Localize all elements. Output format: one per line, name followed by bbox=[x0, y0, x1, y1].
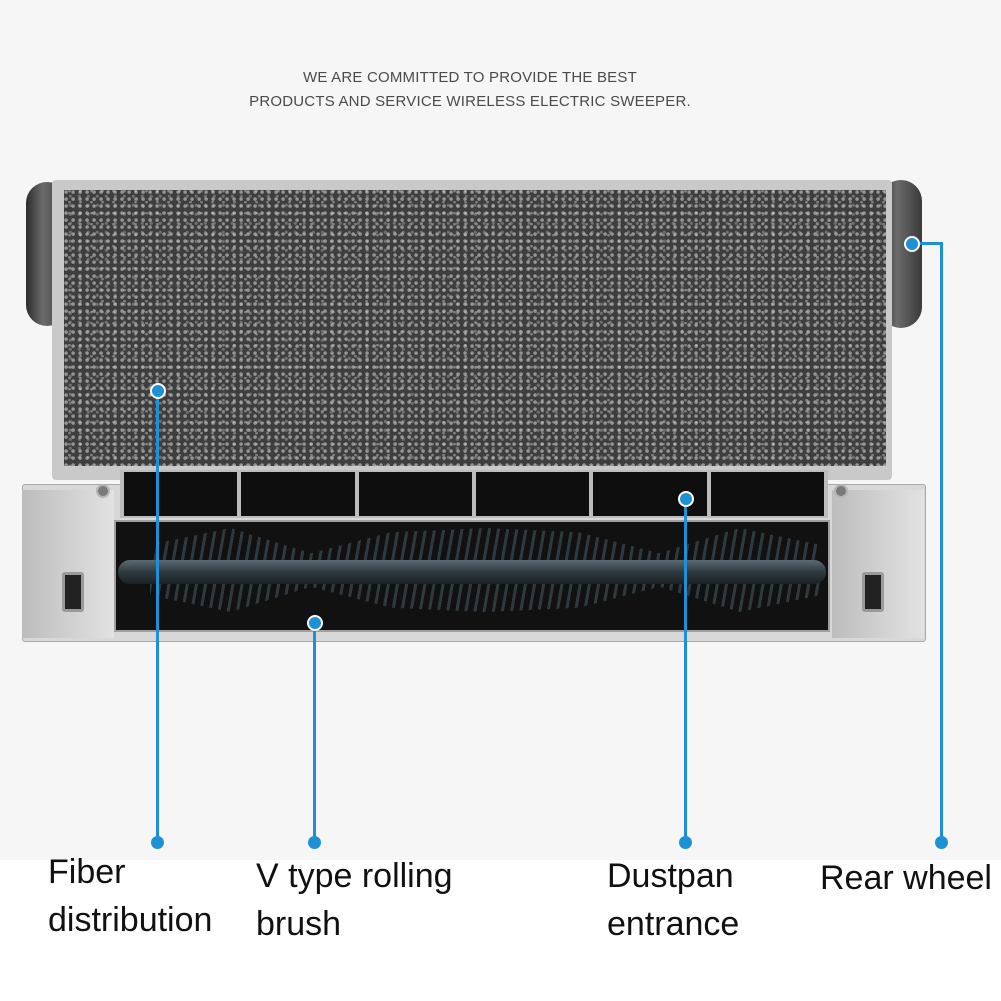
callout-dot-brush-start bbox=[307, 615, 323, 631]
fiber-pad bbox=[64, 190, 886, 466]
dustpan-cell bbox=[124, 472, 238, 516]
label-line: entrance bbox=[607, 905, 740, 943]
callout-dot-fiber-start bbox=[150, 383, 166, 399]
headline-line-2: PRODUCTS AND SERVICE WIRELESS ELECTRIC S… bbox=[249, 93, 691, 110]
callout-line-wheel-horizontal bbox=[912, 242, 942, 245]
callout-dot-fiber-end bbox=[151, 836, 164, 849]
side-slot-left bbox=[62, 572, 84, 612]
dustpan-entrance bbox=[120, 470, 828, 518]
callout-line-wheel-vertical bbox=[940, 242, 943, 842]
callout-dot-dustpan-end bbox=[679, 836, 692, 849]
side-block-left bbox=[22, 490, 114, 638]
callout-dot-brush-end bbox=[308, 836, 321, 849]
callout-line-brush bbox=[313, 622, 316, 842]
callout-dot-wheel-end bbox=[935, 836, 948, 849]
dustpan-cell bbox=[710, 472, 824, 516]
label-fiber-distribution: Fiber distribution bbox=[48, 848, 212, 944]
screw-icon bbox=[834, 484, 848, 498]
side-slot-right bbox=[862, 572, 884, 612]
label-line: Fiber bbox=[48, 853, 126, 891]
dustpan-cell bbox=[475, 472, 590, 516]
side-block-right bbox=[832, 490, 924, 638]
label-line: Rear wheel bbox=[820, 859, 992, 897]
dustpan-cell bbox=[358, 472, 472, 516]
headline: WE ARE COMMITTED TO PROVIDE THE BEST PRO… bbox=[0, 66, 940, 114]
screw-icon bbox=[96, 484, 110, 498]
label-line: distribution bbox=[48, 901, 213, 939]
headline-line-1: WE ARE COMMITTED TO PROVIDE THE BEST bbox=[303, 69, 637, 86]
callout-dot-dustpan-start bbox=[678, 491, 694, 507]
sweeper-head-image bbox=[22, 180, 926, 642]
dustpan-cell bbox=[241, 472, 355, 516]
label-line: brush bbox=[256, 905, 342, 943]
callout-line-fiber bbox=[156, 390, 159, 842]
label-dustpan-entrance: Dustpan entrance bbox=[607, 852, 739, 948]
label-line: Dustpan bbox=[607, 857, 734, 895]
label-v-type-rolling-brush: V type rolling brush bbox=[256, 852, 453, 948]
brush-rod bbox=[118, 560, 826, 584]
label-line: V type rolling bbox=[256, 857, 453, 895]
callout-line-dustpan bbox=[684, 498, 687, 842]
callout-dot-wheel-start bbox=[904, 236, 920, 252]
label-rear-wheel: Rear wheel bbox=[820, 854, 992, 902]
